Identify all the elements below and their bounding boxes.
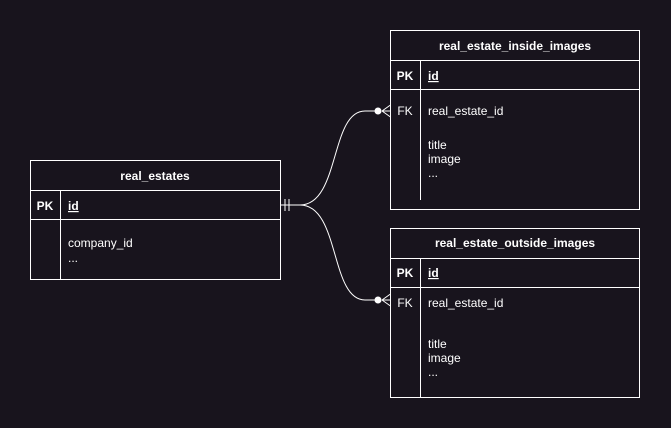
field-company-id: company_id [68,236,133,250]
table-real-estates[interactable]: real_estates PK id company_id ... [30,160,281,280]
table-title: real_estate_outside_images [435,236,595,250]
relationship-outside-images[interactable] [280,204,391,307]
relationship-inside-images[interactable] [280,104,391,211]
zero-mark-icon [374,296,382,304]
field-title: title [428,337,447,351]
table-real-estate-inside-images[interactable]: real_estate_inside_images PK id FK real_… [390,30,640,210]
pk-field: id [68,199,79,213]
pk-field: id [428,266,439,280]
table-title: real_estates [120,169,190,183]
fk-label: FK [397,296,412,310]
relationship-line [280,204,380,301]
pk-label: PK [397,266,414,280]
pk-field: id [428,69,439,83]
fk-label: FK [397,104,412,118]
field-ellipsis: ... [428,365,438,379]
fk-field: real_estate_id [428,104,503,118]
table-real-estate-outside-images[interactable]: real_estate_outside_images PK id FK real… [390,228,640,398]
pk-label: PK [397,69,414,83]
crow-foot-icon [381,293,391,307]
field-ellipsis: ... [428,166,438,180]
relationship-line [280,110,380,206]
field-image: image [428,152,461,166]
table-border [390,30,640,210]
crow-foot-icon [381,104,391,118]
fk-field: real_estate_id [428,296,503,310]
pk-label: PK [37,199,54,213]
table-border [390,228,640,398]
field-image: image [428,351,461,365]
zero-mark-icon [374,107,382,115]
field-title: title [428,138,447,152]
table-title: real_estate_inside_images [439,39,591,53]
field-ellipsis: ... [68,251,78,265]
